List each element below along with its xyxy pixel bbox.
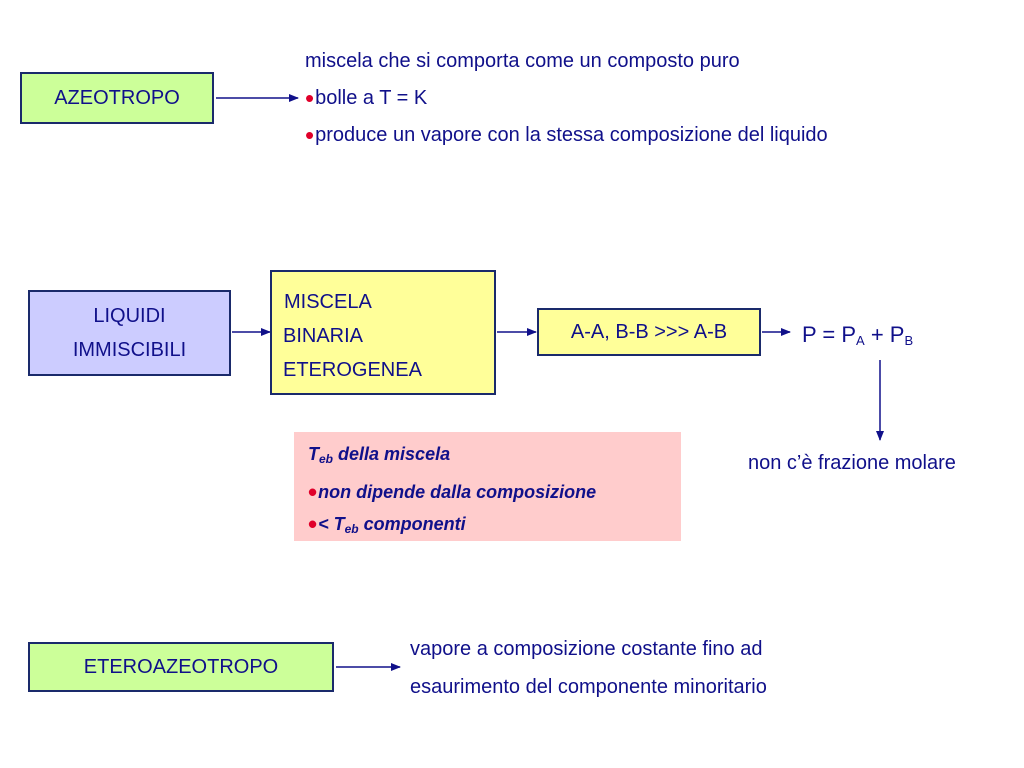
bullet-dot-icon: • [308, 477, 318, 507]
teb-bullet2: •< Teb componenti [308, 509, 466, 539]
bullet-dot-icon: • [305, 120, 315, 150]
miscela-line1: MISCELA [284, 291, 372, 313]
azeotropo-box: AZEOTROPO [20, 72, 214, 124]
miscela-line3: ETEROGENEA [283, 359, 422, 381]
teb-box: Teb della miscela •non dipende dalla com… [294, 432, 681, 541]
eteroazeotropo-line2: esaurimento del componente minoritario [410, 676, 767, 698]
teb-bullet1: •non dipende dalla composizione [308, 477, 597, 507]
bullet-dot-icon: • [305, 83, 315, 113]
azeotropo-bullet2: •produce un vapore con la stessa composi… [305, 120, 828, 150]
pressure-formula: P = PA + PB [802, 322, 914, 348]
miscela-box: MISCELA BINARIA ETEROGENEA [270, 270, 496, 395]
interactions-label: A-A, B-B >>> A-B [570, 320, 728, 343]
teb-title: Teb della miscela [308, 444, 451, 466]
azeotropo-bullet1: •bolle a T = K [305, 83, 428, 113]
liquidi-immiscibili-box: LIQUIDI IMMISCIBILI [28, 290, 231, 376]
eteroazeotropo-label: ETEROAZEOTROPO [83, 655, 279, 678]
eteroazeotropo-line1: vapore a composizione costante fino ad [410, 638, 763, 660]
liquidi-line2: IMMISCIBILI [72, 339, 187, 361]
interactions-box: A-A, B-B >>> A-B [537, 308, 761, 356]
azeotropo-label: AZEOTROPO [54, 86, 180, 109]
eteroazeotropo-box: ETEROAZEOTROPO [28, 642, 334, 692]
bullet-dot-icon: • [308, 509, 318, 539]
miscela-line2: BINARIA [283, 325, 364, 347]
azeotropo-line1: miscela che si comporta come un composto… [305, 50, 740, 72]
liquidi-line1: LIQUIDI [93, 305, 166, 327]
molar-label: non c’è frazione molare [748, 452, 956, 474]
